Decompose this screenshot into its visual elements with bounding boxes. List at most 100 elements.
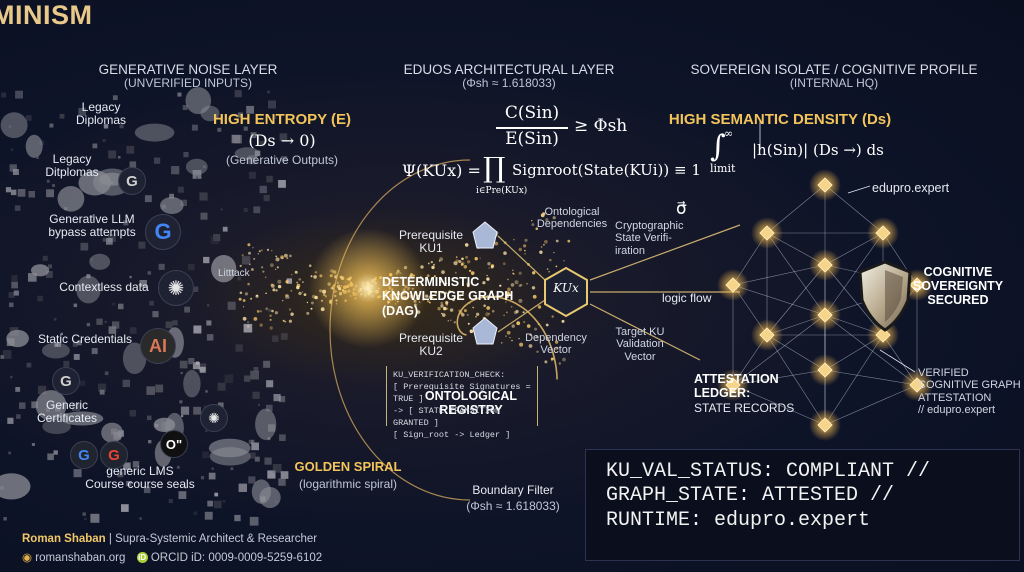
lattice-edge [732, 284, 826, 316]
state-records-label: STATE RECORDS [694, 401, 795, 415]
stream-particle [440, 304, 444, 308]
noise-pixel [217, 382, 226, 391]
integral-lower: limit [710, 162, 736, 175]
stream-particle [290, 289, 293, 292]
noise-pixel [281, 156, 288, 162]
noise-pixel [54, 343, 58, 347]
noise-pixel [263, 360, 271, 368]
stream-particle [302, 291, 304, 293]
stream-particle [242, 299, 246, 302]
noise-pixel [79, 380, 86, 386]
status-line-1: KU_VAL_STATUS: COMPLIANT // [606, 460, 931, 483]
noise-pixel [8, 451, 11, 455]
stream-particle [466, 284, 470, 288]
noise-pixel [267, 470, 276, 479]
stream-particle [437, 307, 441, 311]
stream-particle [248, 251, 251, 255]
noise-pixel [36, 156, 39, 159]
noise-pixel [92, 214, 95, 218]
shield-shade [885, 270, 903, 322]
stream-particle [243, 306, 245, 308]
noise-pixel [86, 322, 91, 327]
noise-pixel [78, 107, 86, 116]
stream-particle [488, 312, 491, 315]
google-icon-3: G [100, 441, 128, 469]
stream-particle [524, 238, 528, 242]
noise-pixel [204, 511, 213, 520]
stream-particle [453, 321, 456, 324]
stream-particle [298, 278, 302, 281]
noise-pixel [31, 401, 39, 409]
stream-particle [443, 306, 447, 311]
stream-particle [270, 283, 274, 287]
noise-pixel [222, 500, 226, 503]
noise-pixel [165, 321, 173, 329]
noise-pixel [46, 189, 54, 198]
stream-particle [296, 281, 299, 284]
noise-pixel [243, 207, 248, 212]
stream-particle [269, 318, 272, 321]
stream-particle [428, 295, 432, 299]
anthropic-icon: AI [140, 328, 176, 364]
noise-pixel [10, 375, 13, 379]
stream-particle [550, 357, 554, 361]
generic-g-icon-2: G [52, 367, 80, 395]
stream-particle [528, 344, 533, 348]
noise-pixel [233, 135, 242, 144]
stream-particle [466, 260, 471, 264]
spiral-curve [456, 295, 558, 380]
noise-pixel [118, 303, 124, 310]
openai-icon: ✺ [158, 270, 194, 306]
author-name: Roman Shaban [22, 533, 106, 545]
noise-pixel [129, 275, 132, 279]
integral-upper: ∞ [724, 127, 734, 140]
boundary-phi-label: (Φsh ≈ 1.618033) [466, 499, 560, 513]
noise-pixel [234, 514, 241, 522]
noise-pixel [242, 256, 251, 265]
author-role: | Supra-Systemic Architect & Researcher [108, 533, 318, 545]
stream-particle [445, 282, 448, 285]
stream-particle [275, 268, 277, 270]
noise-pixel [102, 139, 106, 143]
stream-particle [535, 227, 539, 230]
noise-pixel [243, 323, 253, 333]
stream-particle [286, 257, 289, 260]
noise-pixel [248, 439, 253, 444]
noise-pixel [9, 302, 14, 308]
integral-symbol: ∫ [710, 129, 726, 164]
stream-particle [265, 292, 267, 295]
status-line-2: GRAPH_STATE: ATTESTED // [606, 484, 895, 508]
site-link[interactable]: romanshaban.org [35, 552, 126, 564]
noise-pixel [266, 404, 273, 412]
noise-pixel [250, 370, 259, 380]
stream-particle [244, 292, 248, 296]
stream-particle [253, 317, 258, 321]
noise-pixel [237, 112, 243, 118]
stream-particle [306, 301, 309, 304]
noise-pixel [80, 242, 89, 251]
noise-pixel [268, 100, 276, 109]
noise-blob [251, 479, 271, 504]
stream-particle [426, 299, 430, 303]
stream-particle [264, 276, 267, 279]
noise-blob [234, 147, 260, 160]
stream-particle [516, 321, 521, 326]
stream-particle [537, 305, 542, 309]
stream-particle [463, 265, 468, 269]
noise-blob [255, 408, 277, 440]
noise-pixel [37, 385, 47, 395]
noise-pixel [279, 434, 286, 441]
noise-pixel [248, 476, 256, 484]
stream-particle [282, 319, 285, 322]
stream-particle [468, 269, 472, 273]
noise-pixel [253, 206, 261, 214]
noise-pixel [254, 150, 261, 157]
noise-pixel [200, 212, 208, 220]
noise-pixel [183, 152, 189, 158]
stream-particle [250, 297, 253, 300]
stream-particle [545, 323, 549, 327]
stream-particle [277, 284, 282, 289]
noise-pixel [273, 394, 281, 402]
stream-particle [285, 294, 289, 298]
orcid-link[interactable]: ORCID iD: 0009-0009-5259-6102 [150, 552, 323, 564]
